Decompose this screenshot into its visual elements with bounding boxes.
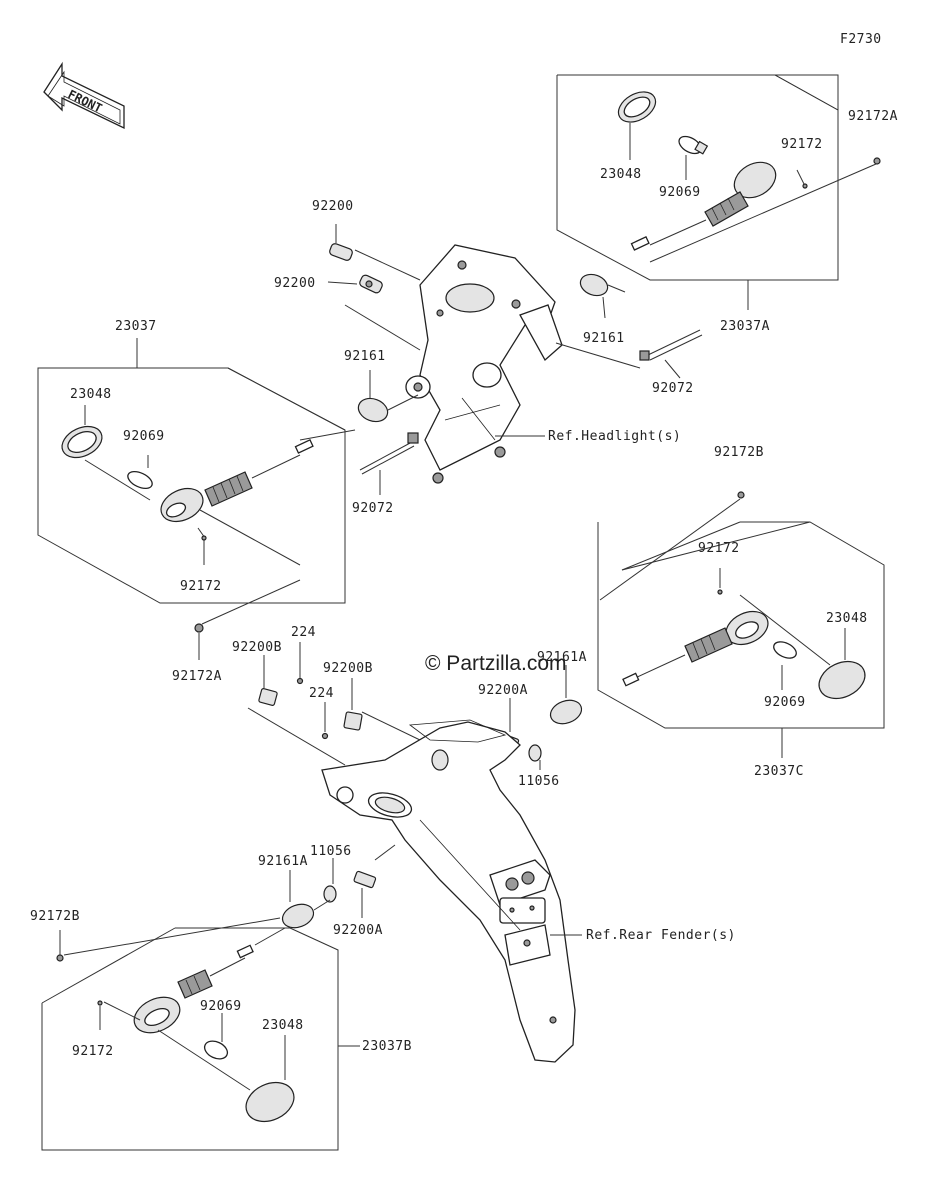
label-92161A-mid: 92161A bbox=[537, 650, 587, 665]
label-23037C: 23037C bbox=[754, 764, 804, 779]
label-92200-a: 92200 bbox=[312, 199, 354, 214]
label-92069-left: 92069 bbox=[123, 429, 165, 444]
assembly-23037C bbox=[597, 491, 885, 758]
label-23048-bottom-left: 23048 bbox=[262, 1018, 304, 1033]
headlight-bracket bbox=[405, 244, 563, 484]
ref-headlight: Ref.Headlight(s) bbox=[548, 429, 681, 444]
label-23048-top-right: 23048 bbox=[600, 167, 642, 182]
label-92172A-left: 92172A bbox=[172, 669, 222, 684]
clip-92200B-mid bbox=[343, 711, 363, 731]
label-23037: 23037 bbox=[115, 319, 157, 334]
cable-tie-92072-left bbox=[359, 432, 419, 495]
label-92069-top-right: 92069 bbox=[659, 185, 701, 200]
label-23048-left: 23048 bbox=[70, 387, 112, 402]
label-92200A-mid: 92200A bbox=[478, 683, 528, 698]
grommet-92161A-low bbox=[281, 903, 315, 929]
cable-tie-92072-right bbox=[555, 329, 703, 379]
label-23048-mid-right: 23048 bbox=[826, 611, 868, 626]
label-92172A-top-right: 92172A bbox=[848, 109, 898, 124]
label-92200A-low: 92200A bbox=[333, 923, 383, 938]
label-92172-top-right: 92172 bbox=[781, 137, 823, 152]
label-92161-left: 92161 bbox=[344, 349, 386, 364]
label-92200B-mid: 92200B bbox=[323, 661, 373, 676]
assembly-23037 bbox=[37, 338, 356, 604]
label-92200-b: 92200 bbox=[274, 276, 316, 291]
label-92172-bottom-left: 92172 bbox=[72, 1044, 114, 1059]
label-92069-bottom-left: 92069 bbox=[200, 999, 242, 1014]
label-92069-mid-right: 92069 bbox=[764, 695, 806, 710]
clip-92200A-low bbox=[353, 870, 377, 889]
clip-11056-low bbox=[323, 885, 337, 903]
label-92072-left: 92072 bbox=[352, 501, 394, 516]
clip-11056-mid bbox=[528, 744, 542, 762]
assembly-23037B bbox=[41, 917, 360, 1151]
label-11056-mid: 11056 bbox=[518, 774, 560, 789]
label-92161A-low: 92161A bbox=[258, 854, 308, 869]
watermark: © Partzilla.com bbox=[425, 652, 567, 675]
front-arrow-icon: FRONT bbox=[43, 61, 125, 130]
grommet-92161A-mid bbox=[549, 699, 583, 725]
rear-fender bbox=[321, 719, 576, 1063]
label-23037A: 23037A bbox=[720, 319, 770, 334]
label-92172B-mid: 92172B bbox=[714, 445, 764, 460]
ref-rear-fender: Ref.Rear Fender(s) bbox=[586, 928, 736, 943]
washer-92200-a bbox=[329, 243, 353, 261]
clip-92200B-top bbox=[258, 688, 278, 706]
label-92072-right: 92072 bbox=[652, 381, 694, 396]
grommet-92161-left bbox=[357, 397, 389, 423]
label-92200B-top: 92200B bbox=[232, 640, 282, 655]
label-92172-left: 92172 bbox=[180, 579, 222, 594]
figure-code: F2730 bbox=[840, 32, 882, 47]
label-92172B-bottom-left: 92172B bbox=[30, 909, 80, 924]
label-92172-mid-right: 92172 bbox=[698, 541, 740, 556]
label-224-top: 224 bbox=[291, 625, 316, 640]
grommet-92161-top bbox=[579, 273, 609, 297]
label-11056-low: 11056 bbox=[310, 844, 352, 859]
label-23037B: 23037B bbox=[362, 1039, 412, 1054]
label-224-mid: 224 bbox=[309, 686, 334, 701]
assembly-23037A bbox=[556, 74, 881, 310]
label-92161-top: 92161 bbox=[583, 331, 625, 346]
